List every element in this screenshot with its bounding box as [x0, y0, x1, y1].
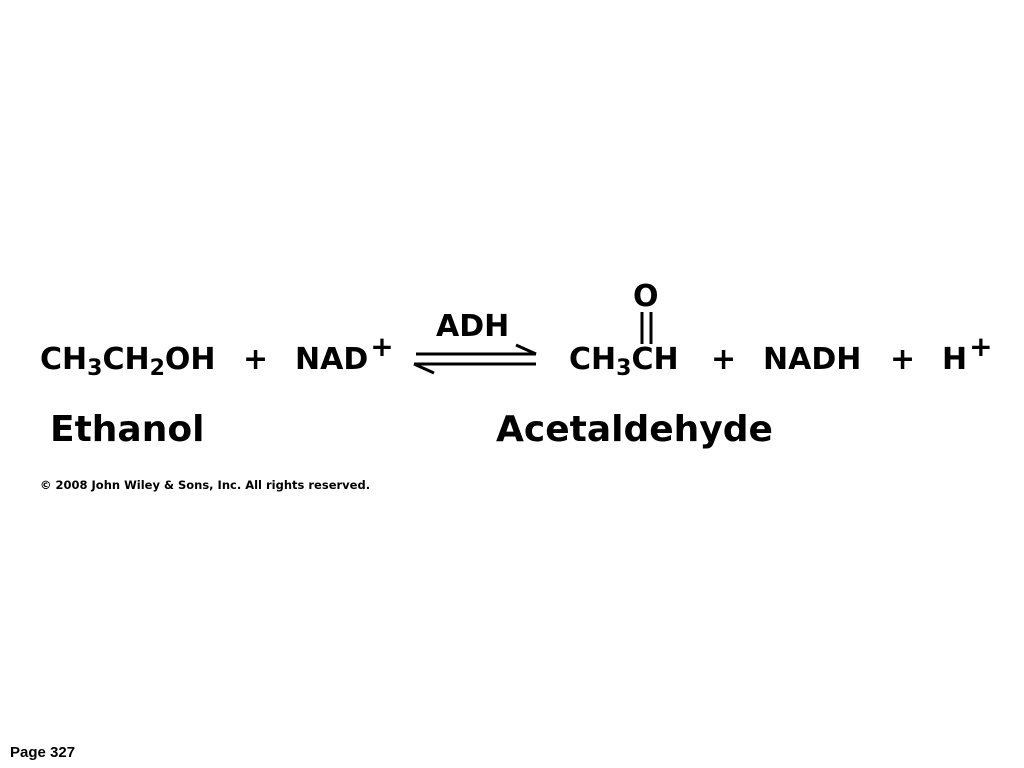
nad-label: NAD [295, 342, 369, 377]
ethanol-subscript-2: 2 [149, 356, 165, 381]
reverse-arrow-head [413, 362, 435, 375]
nadh-formula: NADH [763, 342, 862, 377]
nad-plus-formula: NAD+ [295, 333, 394, 377]
double-bond-icon [640, 312, 653, 344]
acetaldehyde-ch-2: CH [631, 342, 679, 377]
nad-charge: + [370, 330, 394, 363]
copyright-notice: © 2008 John Wiley & Sons, Inc. All right… [40, 478, 371, 492]
ethanol-oh: OH [164, 342, 216, 377]
page-label: Page 327 [10, 744, 76, 761]
carbonyl-oxygen: O [633, 279, 659, 314]
acetaldehyde-formula: CH3CH [569, 342, 679, 380]
proton-charge: + [969, 330, 993, 363]
forward-arrow-head [515, 343, 537, 356]
proton-label: H [942, 342, 968, 377]
ethanol-ch-2: CH [102, 342, 150, 377]
proton-formula: H+ [942, 333, 993, 377]
acetaldehyde-ch-1: CH [569, 342, 617, 377]
plus-sign-1: + [243, 342, 269, 377]
acetaldehyde-name: Acetaldehyde [496, 409, 773, 450]
ethanol-name: Ethanol [50, 409, 205, 450]
enzyme-label: ADH [436, 309, 510, 344]
acetaldehyde-subscript-3: 3 [616, 356, 632, 381]
ethanol-formula: CH3CH2OH [40, 342, 216, 380]
ethanol-ch-1: CH [40, 342, 88, 377]
equilibrium-arrow [413, 343, 537, 375]
plus-sign-2: + [711, 342, 737, 377]
plus-sign-3: + [890, 342, 916, 377]
ethanol-subscript-3: 3 [87, 356, 103, 381]
